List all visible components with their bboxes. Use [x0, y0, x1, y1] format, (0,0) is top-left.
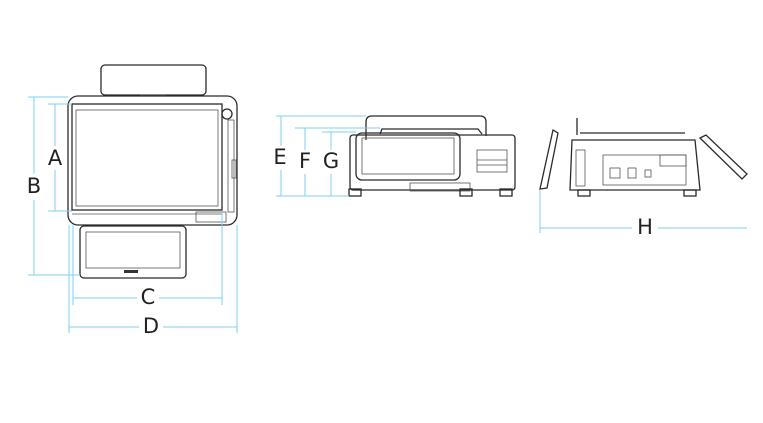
- dimension-label-g: G: [323, 149, 339, 173]
- side-view: [539, 118, 748, 197]
- dimension-label-e: E: [273, 145, 286, 169]
- front-dimensions: A B C D: [24, 96, 238, 339]
- scale-base: [349, 134, 516, 191]
- customer-display-top: [100, 64, 207, 96]
- dimension-label-b: B: [27, 174, 41, 198]
- tilted-display-left: [539, 128, 559, 190]
- dimension-label-h: H: [637, 215, 653, 239]
- dimension-label-a: A: [48, 146, 63, 170]
- main-body: [67, 95, 238, 226]
- dimension-label-f: F: [299, 149, 311, 173]
- scale-body-side: [569, 139, 701, 191]
- rear-dimensions: E F G: [271, 115, 380, 197]
- operator-display: [355, 132, 461, 181]
- operator-display-bottom: [79, 225, 187, 279]
- side-dimensions: H: [539, 190, 747, 240]
- dimension-label-d: D: [143, 314, 159, 338]
- dimension-label-c: C: [141, 285, 156, 309]
- rear-view: [348, 115, 516, 197]
- front-view: [67, 64, 238, 279]
- touch-screen: [71, 103, 223, 211]
- tilted-display-right: [698, 134, 748, 180]
